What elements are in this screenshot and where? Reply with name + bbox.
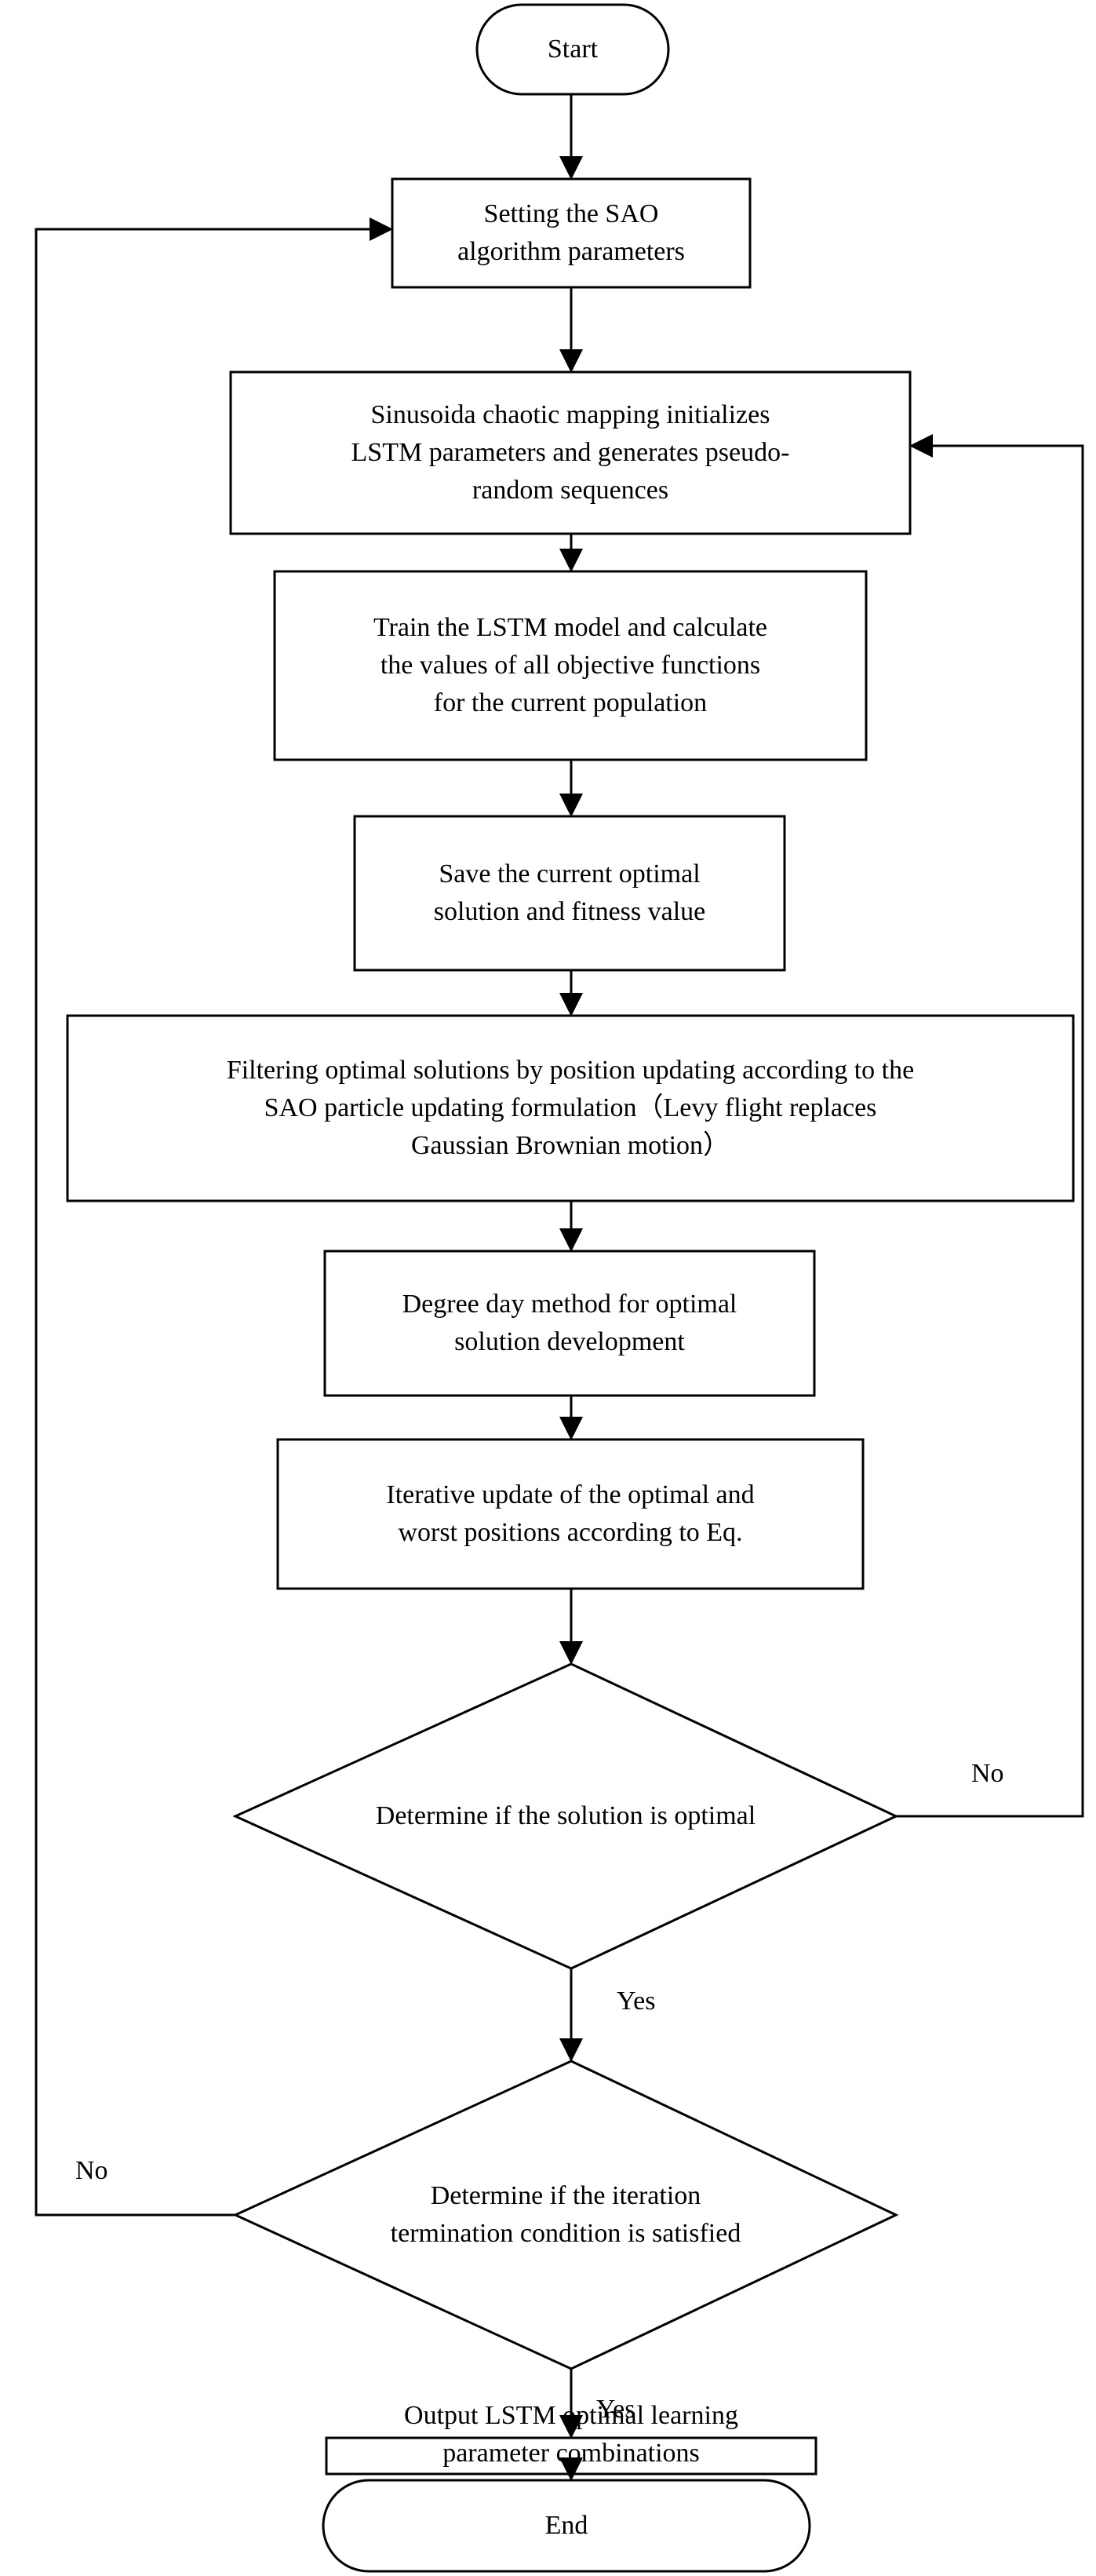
iterative-update-box-shape bbox=[276, 1438, 865, 1590]
end-label: End bbox=[544, 2511, 588, 2540]
iterative-update-label: Iterative update of the optimal and wors… bbox=[386, 1480, 755, 1547]
edge-decision-termination-no-loop bbox=[35, 217, 393, 2217]
start-terminal-shape bbox=[475, 3, 670, 96]
decision-optimal-label: Determine if the solution is optimal bbox=[375, 1801, 756, 1830]
degree-day-box-shape bbox=[323, 1250, 816, 1397]
degree-day-label: Degree day method for optimal solution d… bbox=[402, 1290, 737, 1356]
decision-optimal-no-label: No bbox=[971, 1759, 1004, 1788]
start-label: Start bbox=[547, 35, 599, 64]
decision-termination-yes-label: Yes bbox=[596, 2395, 635, 2424]
set-params-label: Setting the SAO algorithm parameters bbox=[457, 199, 685, 266]
filter-update-label: Filtering optimal solutions by position … bbox=[226, 1056, 915, 1160]
decision-optimal-yes-label: Yes bbox=[617, 1987, 656, 2016]
train-lstm-box-shape bbox=[273, 570, 868, 761]
save-optimal-label: Save the current optimal solution and fi… bbox=[433, 859, 706, 926]
save-optimal-box-shape bbox=[353, 815, 786, 972]
edge-decision-optimal-no-loop bbox=[896, 434, 1084, 1818]
init-sinusoidal-label: Sinusoida chaotic mapping initializes LS… bbox=[351, 400, 790, 505]
output-label: Output LSTM optimal learning parameter c… bbox=[404, 2401, 738, 2468]
decision-termination-label: Determine if the iteration termination c… bbox=[390, 2181, 741, 2248]
decision-termination-no-label: No bbox=[75, 2156, 108, 2185]
set-params-box-shape bbox=[391, 177, 752, 289]
train-lstm-label: Train the LSTM model and calculate the v… bbox=[373, 613, 767, 717]
